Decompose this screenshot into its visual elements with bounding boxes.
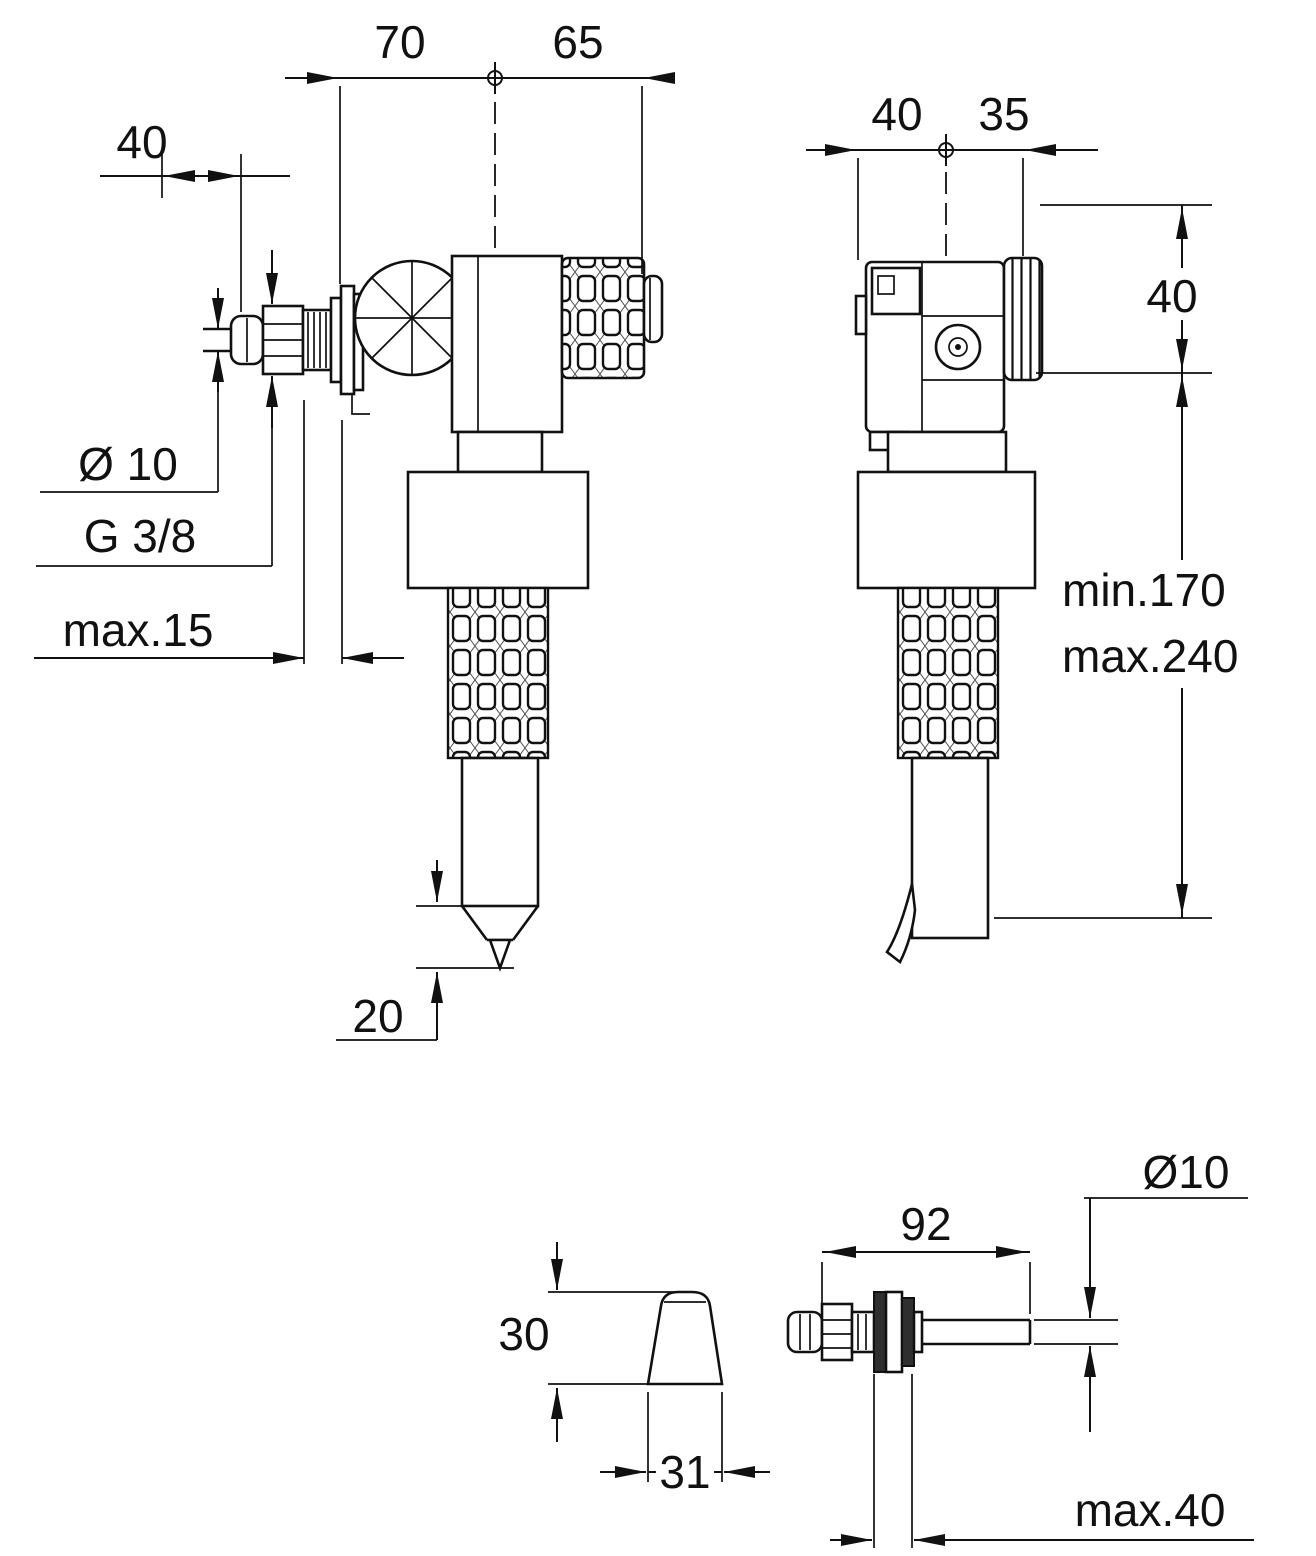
- dimension-side-height: 40 min.170 max.240: [994, 204, 1300, 919]
- side-body-block: [856, 470, 1037, 590]
- dim-label-inlet-40: 40: [116, 116, 167, 168]
- lower-tube: [460, 756, 540, 908]
- dimension-thread: G 3/8: [36, 250, 278, 567]
- detail-flange: [873, 1291, 887, 1373]
- dim-label-92: 92: [900, 1198, 951, 1250]
- dim-label-front-65: 65: [552, 16, 603, 68]
- dimension-spout: 20: [336, 860, 514, 1042]
- label-wall-thickness: max.15: [63, 604, 214, 656]
- detail-view: 92 Ø10 30 31: [498, 1146, 1254, 1548]
- inlet-assembly: [203, 284, 370, 415]
- fill-spout-tip: [488, 938, 512, 972]
- label-inlet-diameter: Ø 10: [78, 438, 178, 490]
- handwheel: [353, 259, 471, 377]
- protective-cap: [646, 1290, 724, 1386]
- detail-nut: [820, 1302, 854, 1362]
- inlet-shank-detail: [786, 1290, 1032, 1374]
- dim-label-side-height-40: 40: [1146, 270, 1197, 322]
- dimension-cap-height: 30: [498, 1242, 676, 1442]
- dimension-inlet-diameter: Ø 10: [40, 288, 224, 493]
- dim-label-height-max: max.240: [1062, 630, 1238, 682]
- dim-label-31: 31: [659, 1446, 710, 1498]
- side-spout-lip: [885, 883, 917, 964]
- adjuster-cap: [642, 274, 664, 344]
- dimension-front-top: 70 65: [285, 16, 675, 284]
- dim-label-30: 30: [498, 1308, 549, 1360]
- side-view: 40 35 40 min.170 max.240: [806, 88, 1300, 964]
- label-wall-max-40: max.40: [1075, 1484, 1226, 1536]
- side-adjuster-knob: [1002, 256, 1044, 382]
- dim-label-spout-20: 20: [352, 990, 403, 1042]
- dimension-wall-thickness: max.15: [34, 400, 404, 664]
- flow-adjuster-knob: [560, 256, 646, 380]
- detail-nipple: [786, 1310, 824, 1354]
- valve-body: [406, 254, 664, 972]
- label-tube-diameter: Ø10: [1143, 1146, 1230, 1198]
- inlet-washer: [329, 296, 343, 384]
- dim-label-height-min: min.170: [1062, 564, 1226, 616]
- dimension-tube-diameter: Ø10: [1034, 1146, 1248, 1432]
- dim-label-side-35: 35: [978, 88, 1029, 140]
- front-view: 70 65 40 Ø 10 G 3/8: [34, 16, 675, 1042]
- side-telescopic-shank: [896, 586, 1000, 760]
- dimension-cap-width: 31: [600, 1392, 770, 1498]
- label-thread: G 3/8: [84, 510, 197, 562]
- body-block: [406, 470, 590, 590]
- telescopic-shank: [446, 586, 550, 760]
- dimension-wall-max: max.40: [830, 1374, 1254, 1548]
- dimension-side-top: 40 35: [806, 88, 1098, 260]
- dim-label-front-70: 70: [374, 16, 425, 68]
- dim-label-side-40: 40: [871, 88, 922, 140]
- dimension-inlet-length: 40: [100, 116, 290, 312]
- side-valve-body: [854, 256, 1044, 964]
- dimension-shank-length: 92: [821, 1198, 1031, 1314]
- inlet-flange: [339, 284, 356, 396]
- side-lower-tube: [910, 756, 990, 940]
